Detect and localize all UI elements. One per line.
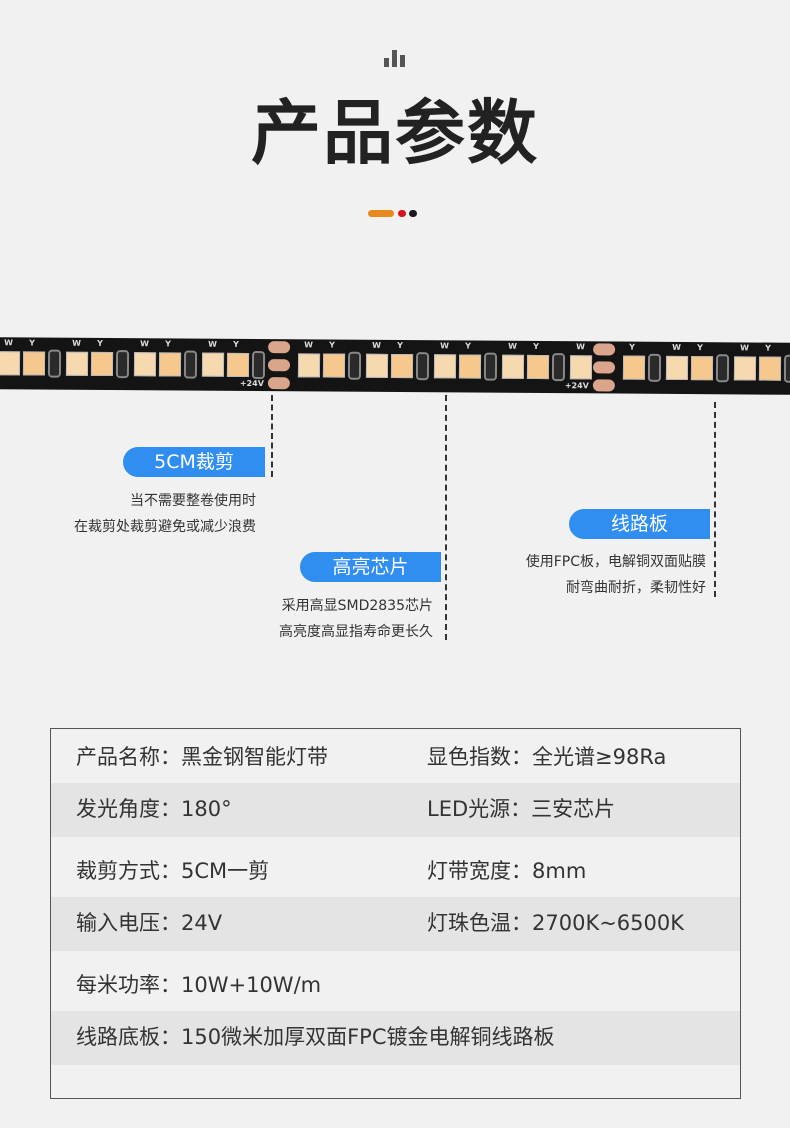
- solder-pad: [267, 377, 290, 390]
- led-chip: [201, 352, 225, 377]
- led-chip: [665, 355, 689, 381]
- led-strip-image: W Y W Y W Y W Y +24V W Y W Y W Y W Y W +24V Y W Y W Y: [0, 337, 790, 395]
- resistor: [251, 351, 266, 380]
- feature-label-cut: 5CM裁剪: [123, 447, 265, 477]
- chip-label: Y: [465, 341, 471, 351]
- feature-label-board: 线路板: [569, 509, 710, 539]
- solder-pad: [267, 359, 291, 372]
- chip-pointer-line: [445, 395, 447, 640]
- spec-strip-width: 灯带宽度：8mm: [427, 859, 587, 883]
- led-chip: [322, 353, 346, 378]
- solder-pad: [592, 361, 616, 374]
- chip-label: Y: [765, 343, 771, 353]
- led-chip: [690, 356, 714, 381]
- voltage-label: +24V: [564, 381, 589, 391]
- spec-circuit-board: 线路底板：150微米加厚双面FPC镀金电解铜线路板: [76, 1025, 555, 1049]
- chip-label: W: [440, 341, 450, 351]
- row-band: [51, 1011, 740, 1065]
- led-chip: [65, 351, 89, 376]
- resistor: [115, 350, 130, 379]
- led-chip: [433, 354, 457, 379]
- spec-table: 产品名称：黑金钢智能灯带 显色指数：全光谱≥98Ra 发光角度：180° LED…: [50, 728, 741, 1099]
- chip-label: Y: [629, 342, 635, 352]
- chip-label: Y: [97, 338, 103, 348]
- chip-label: W: [304, 340, 314, 350]
- led-chip: [90, 351, 114, 377]
- chip-label: W: [4, 338, 14, 348]
- feature-desc-cut: 当不需要整卷使用时在裁剪处裁剪避免或减少浪费: [74, 493, 256, 535]
- chip-label: Y: [165, 339, 171, 349]
- resistor: [647, 353, 662, 382]
- spec-color-temp: 灯珠色温：2700K~6500K: [427, 911, 685, 935]
- spec-beam-angle: 发光角度：180°: [76, 797, 232, 821]
- led-chip: [458, 354, 482, 379]
- solder-pad: [593, 343, 616, 356]
- chip-label: Y: [233, 339, 239, 349]
- chip-label: Y: [29, 338, 35, 348]
- chip-label: W: [72, 338, 82, 348]
- resistor: [347, 351, 362, 380]
- led-chip: [390, 353, 414, 379]
- spec-product-name: 产品名称：黑金钢智能灯带: [76, 745, 328, 769]
- led-chip: [158, 352, 182, 377]
- resistor: [183, 350, 198, 379]
- chip-label: W: [672, 342, 681, 352]
- spec-cri: 显色指数：全光谱≥98Ra: [427, 745, 667, 769]
- led-chip: [226, 352, 250, 377]
- chip-label: W: [576, 342, 585, 352]
- resistor: [483, 352, 498, 381]
- voltage-label: +24V: [239, 378, 264, 389]
- accent-dot-red: [398, 210, 406, 217]
- solder-pad: [268, 341, 291, 354]
- led-chip: [22, 351, 46, 376]
- led-chip: [133, 352, 157, 377]
- page-title: 产品参数: [251, 92, 539, 174]
- feature-desc-board: 使用FPC板，电解铜双面贴膜耐弯曲耐折，柔韧性好: [525, 554, 706, 596]
- led-chip: [622, 355, 646, 380]
- resistor: [783, 354, 790, 383]
- led-chip: [297, 353, 321, 378]
- bar-chart-icon: [384, 50, 405, 67]
- resistor: [47, 349, 62, 378]
- resistor: [415, 352, 430, 381]
- led-chip: [569, 355, 593, 380]
- accent-bar-orange: [368, 210, 394, 217]
- cut-pointer-line: [271, 395, 273, 477]
- spec-cut-method: 裁剪方式：5CM一剪: [76, 859, 270, 883]
- row-band: [51, 783, 740, 837]
- chip-label: Y: [397, 341, 403, 351]
- board-pointer-line: [714, 402, 716, 597]
- chip-label: Y: [697, 343, 703, 353]
- chip-label: W: [372, 340, 382, 350]
- resistor: [715, 354, 730, 383]
- accent-dot-black: [409, 210, 417, 217]
- row-band: [51, 897, 740, 951]
- solder-pad: [592, 379, 615, 392]
- led-chip: [501, 354, 525, 379]
- spec-led-source: LED光源：三安芯片: [427, 797, 616, 821]
- led-chip: [526, 354, 550, 380]
- chip-label: W: [508, 341, 517, 351]
- chip-label: W: [740, 343, 749, 353]
- led-chip: [0, 351, 21, 376]
- feature-label-chip: 高亮芯片: [300, 552, 441, 582]
- spec-input-voltage: 输入电压：24V: [76, 911, 223, 935]
- feature-desc-chip: 采用高显SMD2835芯片高亮度高显指寿命更长久: [279, 598, 433, 640]
- led-chip: [733, 356, 757, 381]
- led-chip: [365, 353, 389, 378]
- resistor: [551, 353, 566, 382]
- led-chip: [758, 356, 782, 381]
- chip-label: W: [208, 339, 218, 349]
- spec-power: 每米功率：10W+10W/m: [76, 973, 322, 997]
- chip-label: W: [140, 339, 150, 349]
- chip-label: Y: [329, 340, 335, 350]
- chip-label: Y: [533, 341, 539, 352]
